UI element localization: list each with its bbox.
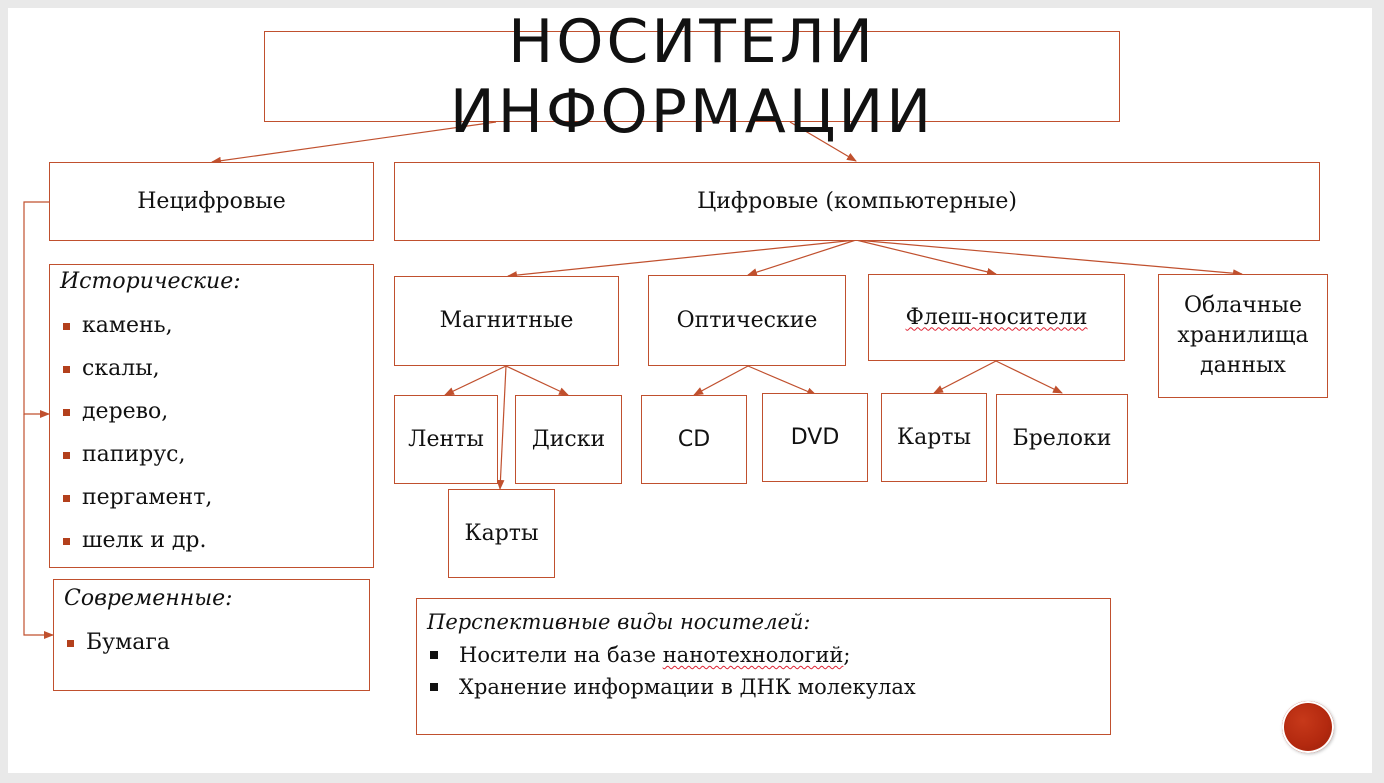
magnetic-disks-box: Диски bbox=[515, 395, 622, 484]
page-title: НОСИТЕЛИ ИНФОРМАЦИИ bbox=[264, 7, 1120, 147]
slide: НОСИТЕЛИ ИНФОРМАЦИИ Нецифровые Цифровые … bbox=[8, 7, 1372, 773]
list-item: пергамент, bbox=[60, 483, 363, 526]
magnetic-cards-box: Карты bbox=[448, 489, 555, 578]
perspective-list: Носители на базе нанотехнологий; Хранени… bbox=[427, 639, 1100, 703]
modern-heading: Современные: bbox=[64, 586, 233, 611]
arrow-optical-cd bbox=[693, 365, 749, 396]
arrow-digital-cloud bbox=[855, 239, 1243, 278]
tapes-box: Ленты bbox=[394, 395, 498, 484]
arrow-title-digital bbox=[789, 121, 857, 162]
list-item: дерево, bbox=[60, 397, 363, 440]
flash-box: Флеш-носители bbox=[868, 274, 1125, 361]
modern-box: Современные: Бумага bbox=[53, 579, 370, 691]
slide-badge bbox=[1282, 701, 1334, 753]
flash-cards-box: Карты bbox=[881, 393, 987, 482]
arrow-digital-magnetic bbox=[507, 239, 857, 280]
list-item: Бумага bbox=[64, 628, 359, 671]
nondigital-box: Нецифровые bbox=[49, 162, 374, 241]
arrow-digital-flash bbox=[855, 239, 997, 276]
arrow-flash-keychains bbox=[995, 360, 1063, 394]
flash-label: Флеш-носители bbox=[905, 304, 1088, 330]
list-item: камень, bbox=[60, 311, 363, 354]
perspective-box: Перспективные виды носителей: Носители н… bbox=[416, 598, 1111, 735]
arrow-digital-optical bbox=[747, 239, 857, 277]
connector-lines bbox=[23, 121, 1243, 639]
optical-box: Оптические bbox=[648, 275, 846, 366]
arrow-magnetic-disks bbox=[505, 365, 569, 396]
historical-box: Исторические: камень, скалы, дерево, пап… bbox=[49, 264, 374, 568]
arrow-nondigital-modern bbox=[23, 414, 54, 639]
historical-list: камень, скалы, дерево, папирус, пергамен… bbox=[60, 311, 363, 569]
arrow-nondigital-historical bbox=[23, 201, 50, 418]
historical-heading: Исторические: bbox=[60, 269, 241, 294]
list-item: папирус, bbox=[60, 440, 363, 483]
list-item: скалы, bbox=[60, 354, 363, 397]
list-item: Хранение информации в ДНК молекулах bbox=[427, 671, 1100, 703]
arrow-magnetic-tapes bbox=[444, 365, 507, 396]
cloud-box: Облачные хранилища данных bbox=[1158, 274, 1328, 398]
cd-box: CD bbox=[641, 395, 747, 484]
digital-box: Цифровые (компьютерные) bbox=[394, 162, 1320, 241]
perspective-heading: Перспективные виды носителей: bbox=[427, 610, 811, 634]
list-item: Носители на базе нанотехнологий; bbox=[427, 639, 1100, 671]
dvd-box: DVD bbox=[762, 393, 868, 482]
list-item: шелк и др. bbox=[60, 526, 363, 569]
arrow-optical-dvd bbox=[747, 365, 817, 396]
arrow-title-nondigital bbox=[211, 121, 497, 165]
modern-list: Бумага bbox=[64, 628, 359, 671]
magnetic-box: Магнитные bbox=[394, 276, 619, 366]
keychains-box: Брелоки bbox=[996, 394, 1128, 484]
arrow-flash-cards bbox=[933, 360, 997, 394]
arrow-magnetic-cards bbox=[496, 365, 507, 490]
